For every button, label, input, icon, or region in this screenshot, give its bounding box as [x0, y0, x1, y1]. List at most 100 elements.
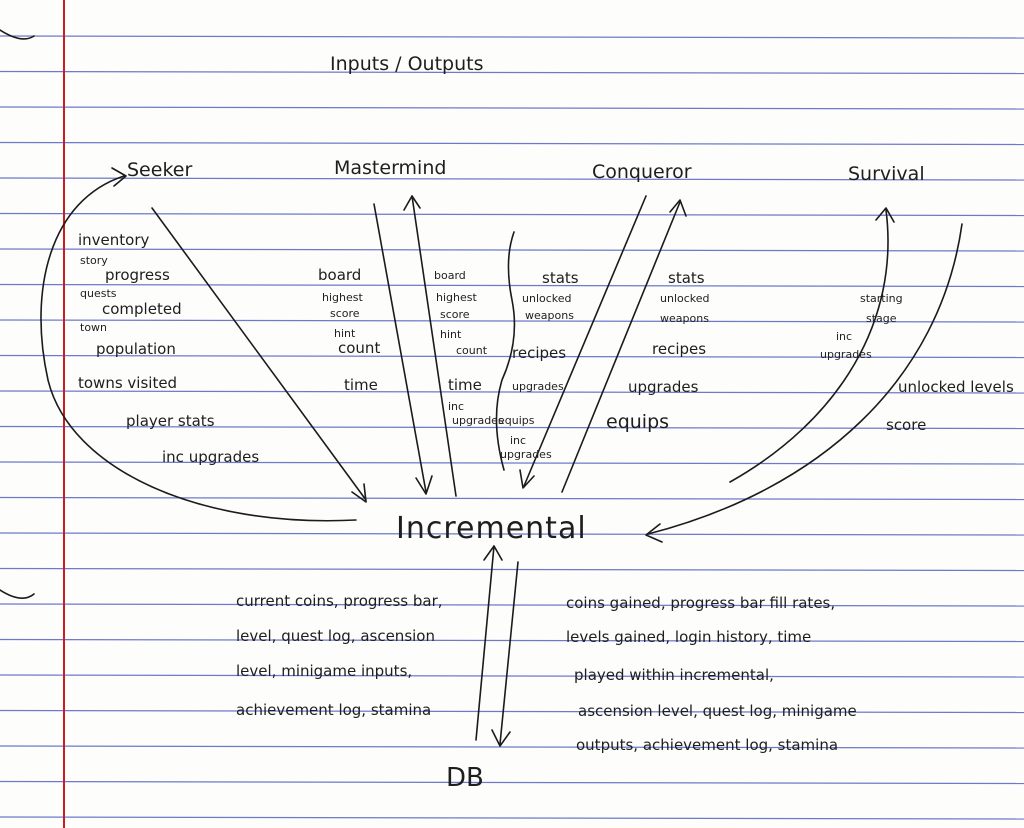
to-db-line: level, quest log, ascension — [236, 627, 435, 645]
ruled-line — [0, 212, 1024, 217]
ruled-lines — [0, 35, 1024, 820]
ruled-line — [0, 496, 1024, 501]
node-db: DB — [446, 763, 484, 793]
node-mastermind: Mastermind — [334, 157, 446, 179]
mm-out-board: board — [434, 269, 466, 282]
arrowhead-mastermind-down — [415, 475, 433, 495]
arrowhead-incremental-left — [645, 523, 663, 543]
from-db-line: outputs, achievement log, stamina — [576, 736, 838, 754]
to-db-block: current coins, progress bar, level, ques… — [236, 592, 443, 719]
seeker-outputs: inventory story progress quests complete… — [78, 231, 259, 466]
arrowhead-conqueror-up — [669, 199, 687, 217]
from-db-line: coins gained, progress bar fill rates, — [566, 594, 835, 612]
seeker-story: story — [80, 254, 108, 267]
divider-squiggle — [495, 231, 516, 471]
cq-out-stats: stats — [668, 269, 705, 287]
to-db-line: achievement log, stamina — [236, 701, 431, 719]
mm-out-hint: hint — [440, 328, 462, 341]
mastermind-outputs: board highest score hint count time inc … — [434, 269, 504, 427]
sv-out-upgrades: upgrades — [820, 348, 872, 361]
seeker-inventory: inventory — [78, 231, 150, 249]
cq-in-upgrades-2: upgrades — [500, 448, 552, 461]
arrow-incremental-to-seeker — [40, 175, 357, 522]
cq-out-weapons: weapons — [660, 312, 709, 325]
mm-in-highest: highest — [322, 291, 363, 304]
arrowhead-survival-up — [875, 207, 895, 223]
seeker-town: town — [80, 321, 107, 334]
mm-in-board: board — [318, 266, 361, 284]
binder-hole-bottom — [0, 589, 35, 599]
ruled-line — [0, 106, 1024, 110]
ruled-line — [0, 283, 1024, 288]
sv-in-unlocked-levels: unlocked levels — [898, 378, 1014, 396]
mm-out-count: count — [456, 344, 488, 357]
ruled-line — [0, 638, 1024, 643]
mm-out-upgrades: upgrades — [452, 414, 504, 427]
ruled-line — [0, 567, 1024, 572]
ruled-line — [0, 141, 1024, 146]
seeker-towns-visited: towns visited — [78, 374, 177, 392]
ruled-line — [0, 461, 1024, 465]
arrow-incremental-to-mastermind — [411, 195, 457, 497]
ruled-line — [0, 603, 1024, 607]
cq-in-weapons: weapons — [525, 309, 574, 322]
seeker-population: population — [96, 340, 176, 358]
seeker-progress: progress — [105, 266, 170, 284]
arrowhead-mastermind-up — [403, 195, 421, 211]
arrow-incremental-to-conqueror — [561, 201, 681, 493]
mm-out-highest: highest — [436, 291, 477, 304]
ruled-line — [0, 745, 1024, 749]
arrowhead-conqueror-down — [519, 469, 535, 489]
page-title: Inputs / Outputs — [330, 53, 483, 75]
binder-hole-top — [0, 29, 35, 40]
cq-in-unlocked: unlocked — [522, 292, 572, 305]
ruled-line — [0, 70, 1024, 75]
cq-in-recipes: recipes — [512, 344, 566, 362]
cq-out-upgrades: upgrades — [628, 378, 699, 396]
arrow-conqueror-to-incremental — [523, 195, 647, 487]
arrowhead-db-down — [491, 729, 511, 747]
node-conqueror: Conqueror — [592, 161, 692, 183]
ruled-line — [0, 709, 1024, 714]
arrow-incremental-to-db — [499, 561, 519, 745]
seeker-inc-upgrades: inc upgrades — [162, 448, 259, 466]
cq-in-stats: stats — [542, 269, 579, 287]
mastermind-inputs: board highest score hint count time — [318, 266, 380, 394]
from-db-line: levels gained, login history, time — [566, 628, 811, 646]
conqueror-outputs: stats unlocked weapons recipes upgrades … — [606, 269, 710, 433]
mm-in-score: score — [330, 307, 360, 320]
ruled-line — [0, 354, 1024, 359]
from-db-block: coins gained, progress bar fill rates, l… — [566, 594, 857, 754]
survival-inputs: unlocked levels score — [886, 378, 1014, 434]
sv-out-inc: inc — [836, 330, 852, 343]
cq-in-equips: equips — [498, 414, 535, 427]
arrowhead-seeker-inc — [351, 483, 367, 503]
sv-in-score: score — [886, 416, 926, 434]
mm-in-hint: hint — [334, 327, 356, 340]
ruled-line — [0, 177, 1024, 181]
mm-in-count: count — [338, 339, 380, 357]
ruled-line — [0, 248, 1024, 252]
mm-in-time: time — [344, 376, 378, 394]
ruled-line — [0, 390, 1024, 394]
seeker-completed: completed — [102, 300, 182, 318]
ruled-line — [0, 532, 1024, 536]
ruled-line — [0, 35, 1024, 39]
sv-out-stage: stage — [866, 312, 897, 325]
cq-out-recipes: recipes — [652, 340, 706, 358]
arrow-db-to-incremental — [475, 545, 495, 741]
to-db-line: level, minigame inputs, — [236, 662, 412, 680]
mm-out-score: score — [440, 308, 470, 321]
seeker-player-stats: player stats — [126, 412, 215, 430]
to-db-line: current coins, progress bar, — [236, 592, 443, 610]
conqueror-inputs: stats unlocked weapons recipes upgrades … — [498, 269, 579, 461]
mm-out-time: time — [448, 376, 482, 394]
cq-out-equips: equips — [606, 411, 669, 433]
ruled-line — [0, 674, 1024, 678]
cq-out-unlocked: unlocked — [660, 292, 710, 305]
seeker-quests: quests — [80, 287, 117, 300]
ruled-line — [0, 319, 1024, 323]
arrowhead-incremental-up — [483, 545, 503, 561]
